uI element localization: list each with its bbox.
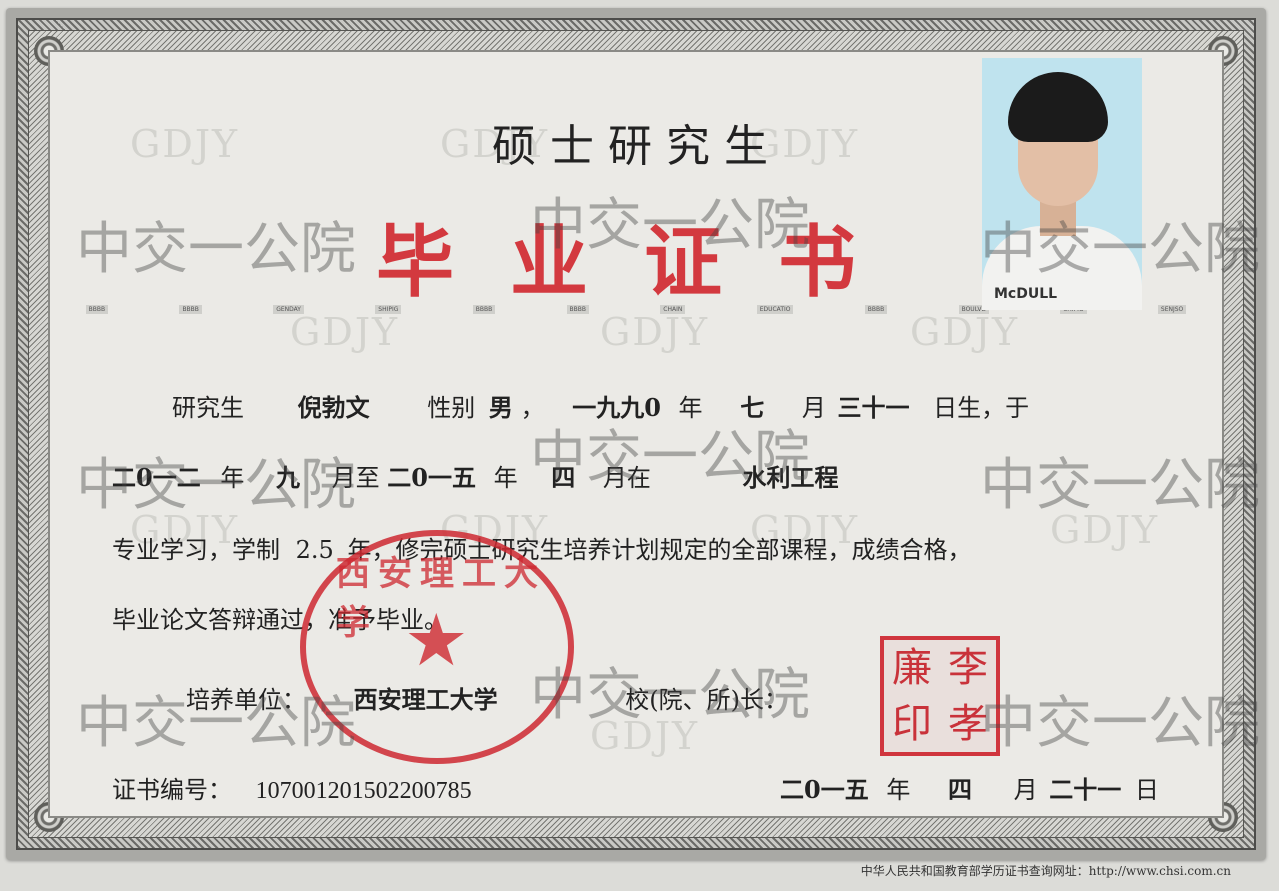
strip-text: SENJSO <box>1157 304 1187 314</box>
year-label: 年 <box>678 394 703 422</box>
overlay-watermark: 中交一公院 <box>530 425 810 490</box>
seal-char: 印 <box>892 701 932 747</box>
seal-char: 李 <box>948 645 988 691</box>
strip-text: BBBB <box>85 304 109 314</box>
month-to-label: 月至 <box>331 464 380 492</box>
unit-label: 培养单位： <box>186 686 306 714</box>
university-round-seal: 西安理工大学 ★ <box>300 530 574 764</box>
year-label: 年 <box>886 776 911 804</box>
overlay-watermark: 中交一公院 <box>76 691 356 756</box>
photo-hair <box>1008 72 1108 142</box>
background-mark: GDJY <box>750 122 860 166</box>
strip-text: GENDAY <box>273 304 304 314</box>
background-mark: GDJY <box>910 310 1020 354</box>
strip-text: BBBB <box>566 304 589 314</box>
birth-day: 三十一 <box>837 393 910 422</box>
seal-ring-text: 西安理工大学 <box>336 554 546 643</box>
strip-text: CHAIN <box>660 304 686 314</box>
strip-text: SHIPIG <box>375 304 402 314</box>
gender-label: 性别 <box>427 394 476 422</box>
body-line-2: 二0一二 年 九 月至 二0一五 年 四 月在 水利工程 <box>112 458 839 493</box>
issue-month: 四 <box>947 775 972 804</box>
overlay-watermark: 中交一公院 <box>76 453 356 518</box>
overlay-watermark: 中交一公院 <box>980 217 1260 282</box>
student-name: 倪勃文 <box>297 393 370 422</box>
certificate-title: 毕业证书 <box>376 218 913 308</box>
month-label: 月 <box>1013 776 1038 804</box>
seal-star-icon: ★ <box>404 598 469 682</box>
degree-title: 硕士研究生 <box>492 121 782 172</box>
student-photo: McDULL <box>982 58 1142 310</box>
start-month: 九 <box>275 463 300 492</box>
seal-char: 廉 <box>892 645 932 691</box>
birth-year: 一九九0 <box>572 393 661 422</box>
comma: ， <box>520 394 545 422</box>
issue-year: 二0一五 <box>780 775 869 804</box>
month-label: 月 <box>801 394 826 422</box>
background-mark: GDJY <box>600 310 710 354</box>
seal-char: 孝 <box>948 701 988 747</box>
end-month: 四 <box>551 463 576 492</box>
issue-date: 二0一五 年 四 月 二十一 日 <box>780 770 1159 805</box>
verification-footer: 中华人民共和国教育部学历证书查询网址：http://www.chsi.com.c… <box>860 864 1231 878</box>
president-square-seal: 廉 李 印 孝 <box>880 636 1000 756</box>
photo-shirt-brand: McDULL <box>994 286 1058 302</box>
overlay-watermark: 中交一公院 <box>980 453 1260 518</box>
gender-value: 男 <box>488 393 513 422</box>
year-label: 年 <box>220 464 245 492</box>
day-label: 日 <box>1134 776 1159 804</box>
strip-text: BOULVD <box>958 304 990 314</box>
end-year: 二0一五 <box>387 463 476 492</box>
birth-suffix: 日生，于 <box>933 394 1030 422</box>
birth-month: 七 <box>740 393 765 422</box>
overlay-watermark: 中交一公院 <box>530 193 810 258</box>
strip-text: EDUCATIO <box>756 304 794 314</box>
month-at-label: 月在 <box>602 464 651 492</box>
head-label: 校(院、所)长： <box>625 686 789 714</box>
body-line-6: 证书编号： 107001201502200785 <box>112 770 472 805</box>
start-year: 二0一二 <box>112 463 201 492</box>
year-label: 年 <box>493 464 518 492</box>
certificate-number: 107001201502200785 <box>255 778 472 804</box>
study-duration: 2.5 <box>295 536 334 564</box>
issue-day: 二十一 <box>1049 775 1122 804</box>
background-mark: GDJY <box>440 122 550 166</box>
strip-text: BBBB <box>179 304 202 314</box>
background-mark: GDJY <box>590 714 700 758</box>
strip-text: BBBB <box>472 304 496 314</box>
background-mark: GDJY <box>130 508 240 552</box>
overlay-watermark: 中交一公院 <box>530 663 810 728</box>
major: 水利工程 <box>742 463 839 492</box>
overlay-watermark: 中交一公院 <box>76 217 356 282</box>
prefix-label: 研究生 <box>172 394 244 422</box>
study-text: 专业学习，学制 <box>112 536 280 564</box>
strip-text: BBBB <box>864 304 888 314</box>
background-mark: GDJY <box>290 310 400 354</box>
body-line-1: 研究生 倪勃文 性别 男 ， 一九九0 年 七 月 三十一 日生，于 <box>172 388 1029 423</box>
background-mark: GDJY <box>750 508 860 552</box>
overlay-watermark: 中交一公院 <box>980 691 1260 756</box>
certificate-number-label: 证书编号： <box>112 776 232 804</box>
background-mark: GDJY <box>130 122 240 166</box>
photo-shirt <box>982 226 1142 310</box>
background-mark: GDJY <box>1050 508 1160 552</box>
